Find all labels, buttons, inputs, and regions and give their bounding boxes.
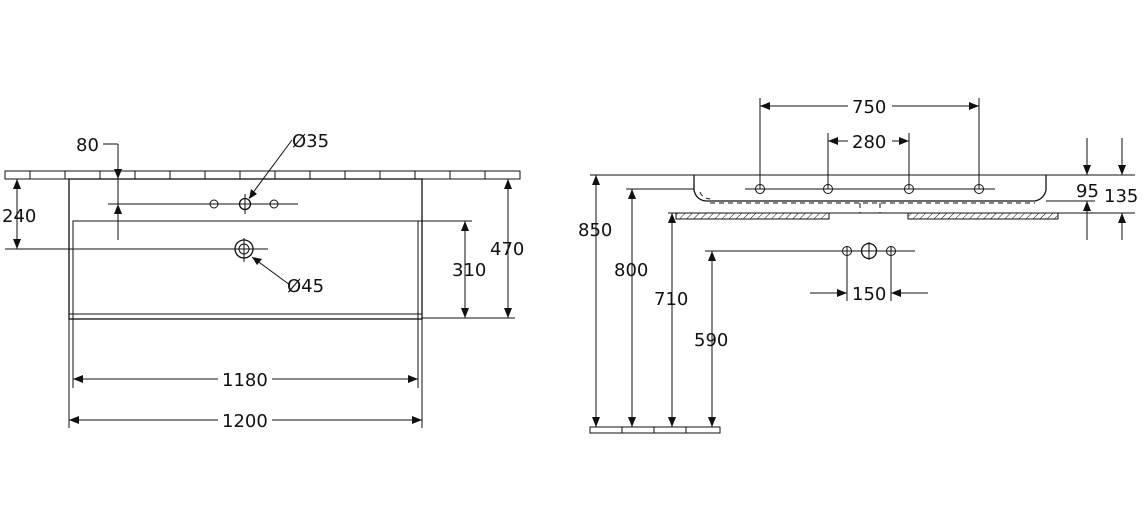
dim-240 — [13, 179, 21, 249]
dim-1180 — [72, 314, 419, 388]
dim-label-1200: 1200 — [222, 411, 268, 432]
dim-label-95: 95 — [1076, 181, 1099, 202]
dim-80 — [103, 143, 122, 240]
dim-590 — [705, 250, 915, 427]
dim-label-drain-diameter: Ø45 — [287, 276, 324, 297]
floor-band — [589, 426, 721, 434]
drain — [5, 238, 268, 262]
dim-label-135: 135 — [1104, 186, 1138, 207]
dim-label-310: 310 — [452, 260, 486, 281]
dim-95 — [1046, 138, 1095, 240]
dim-label-850: 850 — [578, 220, 612, 241]
dim-label-80: 80 — [76, 135, 99, 156]
dim-label-1180: 1180 — [222, 370, 268, 391]
counter-hatch-left — [675, 212, 830, 220]
dim-label-150: 150 — [852, 284, 886, 305]
dim-label-590: 590 — [694, 330, 728, 351]
dim-label-tap-diameter: Ø35 — [292, 131, 329, 152]
front-view: 80 Ø35 Ø45 240 310 — [2, 131, 524, 432]
dim-label-800: 800 — [614, 260, 648, 281]
dim-800 — [626, 188, 694, 427]
dim-280 — [827, 133, 910, 189]
counter-hatch-right — [907, 212, 1059, 220]
tap-holes — [108, 194, 298, 214]
dim-750 — [759, 98, 980, 189]
dim-label-470: 470 — [490, 239, 524, 260]
dim-label-750: 750 — [852, 97, 886, 118]
dim-1200 — [68, 319, 423, 428]
dim-label-240: 240 — [2, 206, 36, 227]
dim-850 — [592, 175, 600, 427]
waste-connections — [842, 242, 896, 260]
dim-150 — [810, 256, 928, 301]
wall-band — [4, 170, 521, 180]
dim-135 — [1090, 138, 1135, 240]
side-tap-holes — [745, 184, 995, 194]
dim-710 — [668, 212, 676, 427]
basin-outline-side — [676, 175, 1090, 214]
side-view: 750 280 95 135 — [578, 97, 1138, 434]
dim-310 — [418, 220, 472, 319]
dim-label-710: 710 — [654, 289, 688, 310]
dim-label-280: 280 — [852, 132, 886, 153]
dim-470 — [472, 179, 515, 319]
